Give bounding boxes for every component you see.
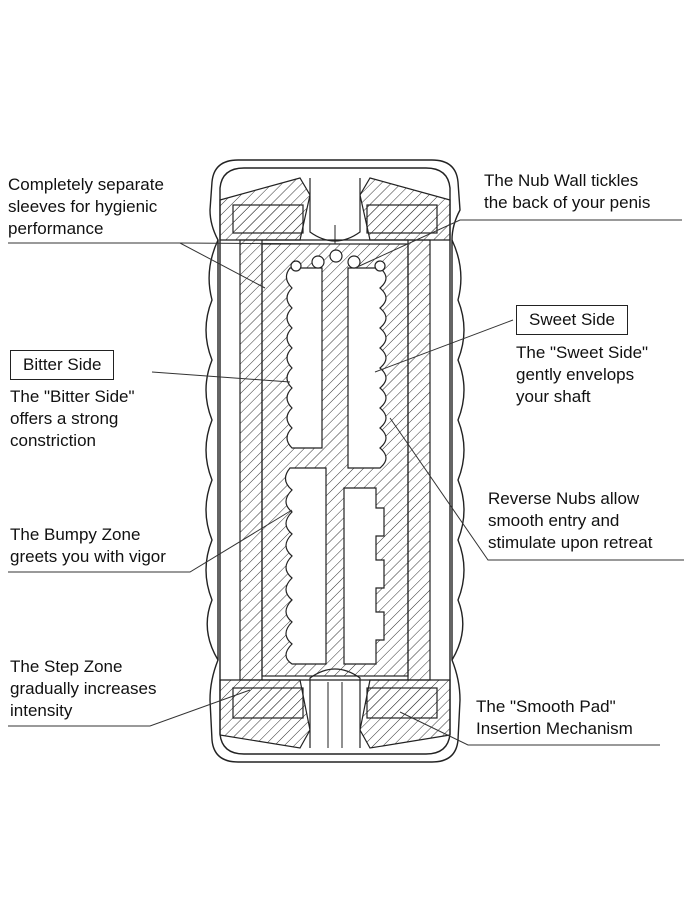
inner-sleeve-body <box>261 243 409 677</box>
leader-sweet-side <box>374 319 514 373</box>
callout-reverse-nubs: Reverse Nubs allow smooth entry and stim… <box>488 489 653 552</box>
leader-bitter-side <box>151 371 291 383</box>
step-zone-channel <box>343 487 385 665</box>
leader-smooth-pad <box>399 711 660 746</box>
callout-bitter-side: The "Bitter Side" offers a strong constr… <box>10 387 135 450</box>
sweet-side-tag: Sweet Side <box>516 305 628 335</box>
leader-separate-sleeves-2 <box>179 242 351 245</box>
outer-casing <box>205 159 465 763</box>
callout-nub-wall: The Nub Wall tickles the back of your pe… <box>484 171 651 212</box>
callout-bumpy-zone: The Bumpy Zone greets you with vigor <box>10 525 166 566</box>
leader-bumpy-zone <box>8 509 293 573</box>
leader-step-zone <box>8 689 251 727</box>
top-cap <box>219 177 451 244</box>
callout-sweet-side: The "Sweet Side" gently envelops your sh… <box>516 343 649 406</box>
callout-separate-sleeves: Completely separate sleeves for hygienic… <box>8 175 164 238</box>
bottom-cap <box>219 668 451 749</box>
callout-smooth-pad: The "Smooth Pad" Insertion Mechanism <box>476 697 633 738</box>
leader-reverse-nubs <box>389 417 684 561</box>
nub-wall <box>290 249 386 272</box>
leader-lines <box>8 219 684 746</box>
sweet-side-channel <box>347 267 387 469</box>
leader-nub-wall <box>354 219 682 269</box>
callout-step-zone: The Step Zone gradually increases intens… <box>10 657 157 720</box>
bumpy-zone-channel <box>284 467 327 665</box>
leader-separate-sleeves <box>8 242 266 289</box>
bitter-side-channel <box>285 267 323 449</box>
bitter-side-tag: Bitter Side <box>10 350 115 380</box>
